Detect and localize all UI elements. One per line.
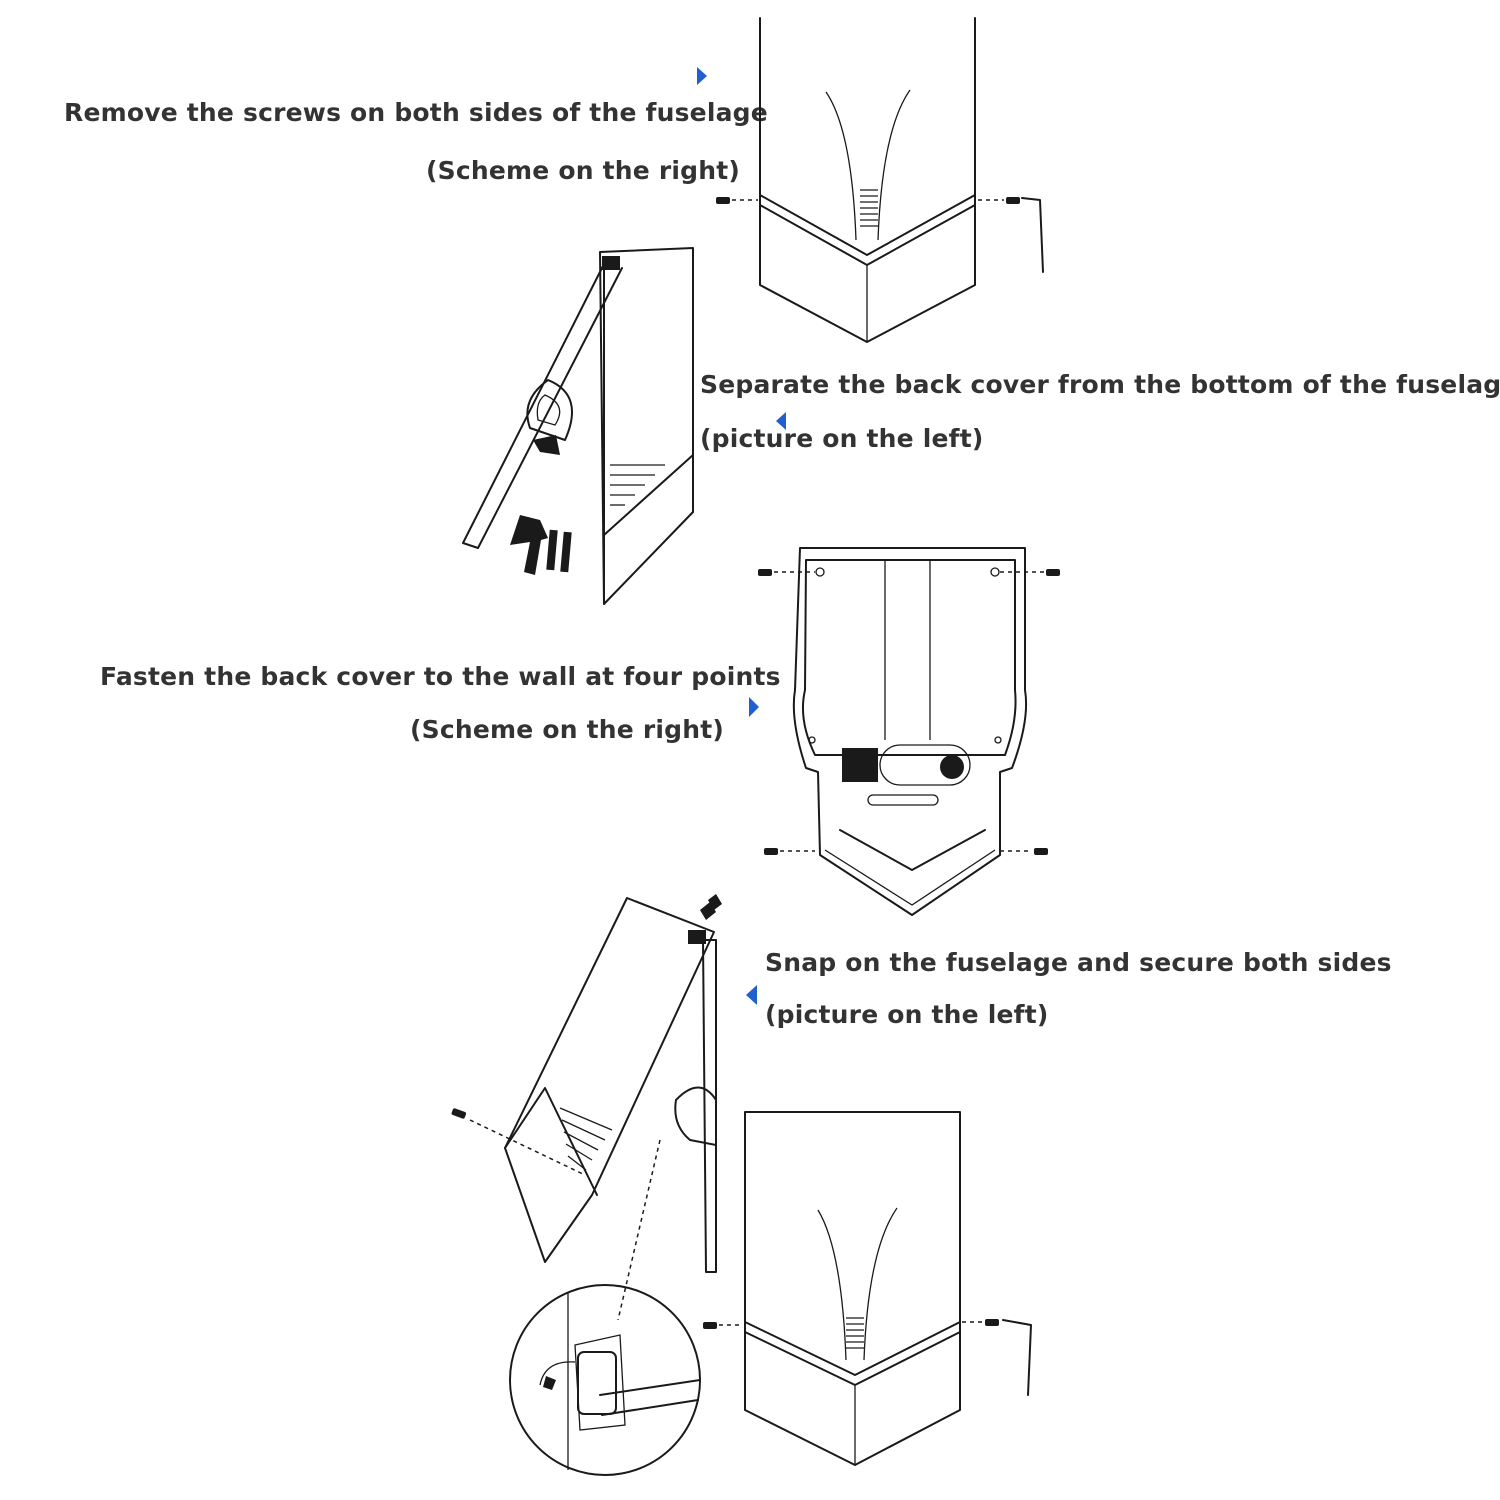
step2-title: Separate the back cover from the bottom …: [700, 370, 1500, 399]
back-cover-wall-plate: [792, 547, 1028, 916]
step4-note: (picture on the left): [765, 1000, 1049, 1029]
screw-icon: [1000, 569, 1060, 576]
dryer-front-bottom: [744, 1111, 961, 1466]
hex-key-icon: [1021, 197, 1044, 273]
step3-title: Fasten the back cover to the wall at fou…: [100, 662, 781, 691]
vent-slots: [846, 1317, 864, 1349]
vent-slots: [559, 1107, 613, 1171]
dryer-front-top: [759, 17, 976, 343]
screw-icon: [978, 197, 1020, 204]
screw-icon: [1000, 848, 1048, 855]
step1-note: (Scheme on the right): [426, 156, 740, 185]
step1-title: Remove the screws on both sides of the f…: [64, 98, 768, 127]
pointer-right-icon: [697, 67, 707, 85]
pointer-left-icon: [776, 412, 786, 430]
screw-icon: [451, 1108, 586, 1176]
screw-icon: [764, 848, 815, 855]
step4-title: Snap on the fuselage and secure both sid…: [765, 948, 1392, 977]
step3-note: (Scheme on the right): [410, 715, 724, 744]
screw-icon: [703, 1322, 743, 1329]
screw-icon: [716, 197, 758, 204]
pointer-left-icon: [746, 985, 757, 1005]
back-cover-separating: [462, 247, 694, 605]
vent-slots: [610, 464, 665, 506]
fuselage-snapping: [504, 894, 722, 1321]
vent-slots: [860, 189, 878, 227]
screw-icon: [962, 1319, 999, 1326]
step2-note: (picture on the left): [700, 424, 984, 453]
pointer-right-icon: [749, 697, 759, 717]
push-arrow-icon: [510, 435, 572, 575]
screw-icon: [758, 569, 815, 576]
hex-key-icon: [1002, 1319, 1032, 1396]
detail-magnifier: [509, 1284, 701, 1476]
